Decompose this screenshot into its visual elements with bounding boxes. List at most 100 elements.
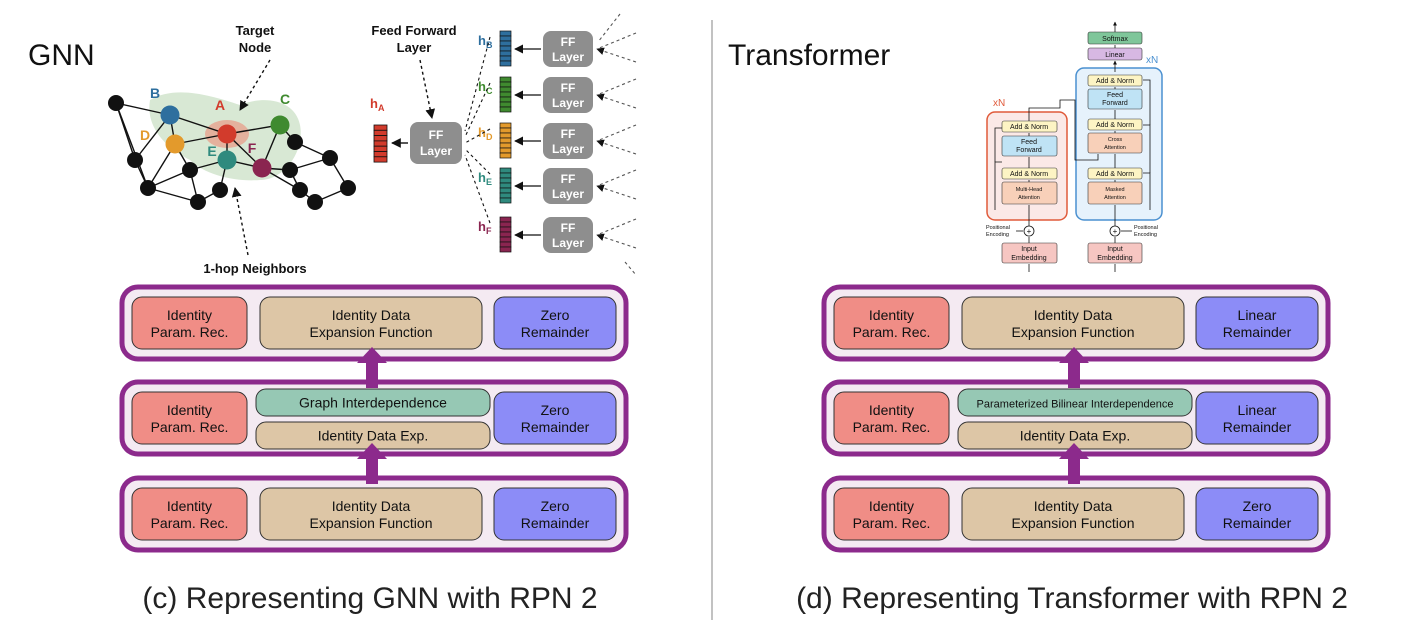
svg-text:Feed: Feed bbox=[1021, 139, 1037, 146]
svg-text:Layer: Layer bbox=[552, 96, 584, 110]
svg-text:Forward: Forward bbox=[1016, 147, 1042, 154]
svg-text:Multi-Head: Multi-Head bbox=[1016, 187, 1043, 193]
svg-text:Expansion Function: Expansion Function bbox=[310, 515, 433, 531]
svg-text:Forward: Forward bbox=[1102, 100, 1128, 107]
dec-add-norm-top bbox=[1087, 74, 1143, 87]
node-d bbox=[165, 134, 185, 154]
svg-text:Attention: Attention bbox=[1104, 145, 1126, 151]
svg-text:Add & Norm: Add & Norm bbox=[1096, 78, 1134, 85]
svg-text:FF: FF bbox=[561, 35, 576, 49]
gnn-panel: GNN bbox=[28, 13, 637, 615]
svg-text:Remainder: Remainder bbox=[521, 419, 590, 435]
target-node-label-1: Target bbox=[236, 23, 275, 38]
svg-text:Positional: Positional bbox=[986, 225, 1010, 231]
svg-text:Add & Norm: Add & Norm bbox=[1010, 124, 1048, 131]
h-a-label: hA bbox=[370, 96, 385, 113]
svg-text:Identity: Identity bbox=[869, 402, 914, 418]
node-b bbox=[160, 105, 180, 125]
neighbors-label: 1-hop Neighbors bbox=[203, 261, 306, 276]
enc-multi-head bbox=[1001, 181, 1058, 205]
node-label-a: A bbox=[215, 97, 225, 113]
svg-text:hE: hE bbox=[478, 170, 492, 187]
rpn-mid-data-exp-box: Identity Data Exp. bbox=[255, 421, 491, 450]
encoder-xn: xN bbox=[993, 98, 1005, 109]
svg-text:Identity Data Exp.: Identity Data Exp. bbox=[1020, 428, 1131, 444]
dec-pos-plus bbox=[1109, 225, 1121, 237]
svg-text:Identity: Identity bbox=[167, 402, 212, 418]
svg-text:Remainder: Remainder bbox=[521, 324, 590, 340]
svg-text:FF: FF bbox=[561, 127, 576, 141]
svg-text:Identity Data: Identity Data bbox=[1034, 498, 1113, 514]
svg-text:Identity Data Exp.: Identity Data Exp. bbox=[318, 428, 429, 444]
node-label-e: E bbox=[207, 143, 216, 159]
neighbor-ff-stacks: FFLayerhBFFLayerhCFFLayerhDFFLayerhEFFLa… bbox=[464, 13, 637, 276]
rpn-mid-data-exp-box: Identity Data Exp. bbox=[957, 421, 1193, 450]
enc-input-embedding bbox=[1001, 242, 1058, 264]
h-a-vector: hA bbox=[370, 96, 388, 163]
svg-text:Zero: Zero bbox=[1243, 498, 1272, 514]
svg-text:FF: FF bbox=[561, 172, 576, 186]
gnn-title: GNN bbox=[28, 39, 95, 72]
svg-text:Add & Norm: Add & Norm bbox=[1096, 171, 1134, 178]
svg-text:Layer: Layer bbox=[552, 187, 584, 201]
enc-pos-plus bbox=[1023, 225, 1035, 237]
svg-text:Param. Rec.: Param. Rec. bbox=[151, 324, 229, 340]
caption-right: (d) Representing Transformer with RPN 2 bbox=[796, 582, 1348, 615]
svg-text:Add & Norm: Add & Norm bbox=[1010, 171, 1048, 178]
svg-text:Identity Data: Identity Data bbox=[332, 307, 411, 323]
svg-text:Param. Rec.: Param. Rec. bbox=[853, 324, 931, 340]
svg-text:Input: Input bbox=[1107, 246, 1123, 253]
transformer-panel: Transformer xN xN Softmax Linear Add & N… bbox=[728, 21, 1348, 615]
node-label-c: C bbox=[280, 91, 290, 107]
node-c bbox=[270, 115, 290, 135]
svg-text:Remainder: Remainder bbox=[1223, 324, 1292, 340]
svg-text:Cross: Cross bbox=[1108, 137, 1123, 143]
svg-text:Attention: Attention bbox=[1104, 195, 1126, 201]
svg-text:Identity Data: Identity Data bbox=[1034, 307, 1113, 323]
ff-layer-label-1: Feed Forward bbox=[371, 23, 456, 38]
svg-text:Expansion Function: Expansion Function bbox=[310, 324, 433, 340]
svg-text:Remainder: Remainder bbox=[1223, 515, 1292, 531]
decoder-xn: xN bbox=[1146, 55, 1158, 66]
svg-text:hB: hB bbox=[478, 33, 493, 50]
svg-text:Embedding: Embedding bbox=[1097, 255, 1133, 262]
node-label-f: F bbox=[248, 140, 257, 156]
svg-text:Linear: Linear bbox=[1105, 52, 1125, 59]
node-f bbox=[252, 158, 272, 178]
rpn-mid-interdependence-box: Parameterized Bilinear Interdependence bbox=[957, 388, 1193, 417]
svg-text:+: + bbox=[1113, 227, 1118, 236]
ff-layer-label-2: Layer bbox=[397, 40, 432, 55]
node-label-d: D bbox=[140, 127, 150, 143]
svg-text:Encoding: Encoding bbox=[986, 232, 1009, 238]
rpn-mid-interdependence-box: Graph Interdependence bbox=[255, 388, 491, 417]
svg-text:Linear: Linear bbox=[1238, 307, 1277, 323]
svg-text:Zero: Zero bbox=[541, 402, 570, 418]
svg-text:Layer: Layer bbox=[552, 142, 584, 156]
svg-text:Layer: Layer bbox=[420, 144, 452, 158]
svg-text:Positional: Positional bbox=[1134, 225, 1158, 231]
transformer-title: Transformer bbox=[728, 39, 890, 72]
svg-text:Param. Rec.: Param. Rec. bbox=[853, 515, 931, 531]
svg-text:Embedding: Embedding bbox=[1011, 255, 1047, 262]
svg-text:Parameterized Bilinear Interde: Parameterized Bilinear Interdependence bbox=[977, 399, 1174, 411]
svg-text:Remainder: Remainder bbox=[1223, 419, 1292, 435]
svg-text:+: + bbox=[1027, 227, 1032, 236]
enc-feed-forward bbox=[1001, 135, 1058, 157]
svg-text:Expansion Function: Expansion Function bbox=[1012, 515, 1135, 531]
svg-text:Identity Data: Identity Data bbox=[332, 498, 411, 514]
